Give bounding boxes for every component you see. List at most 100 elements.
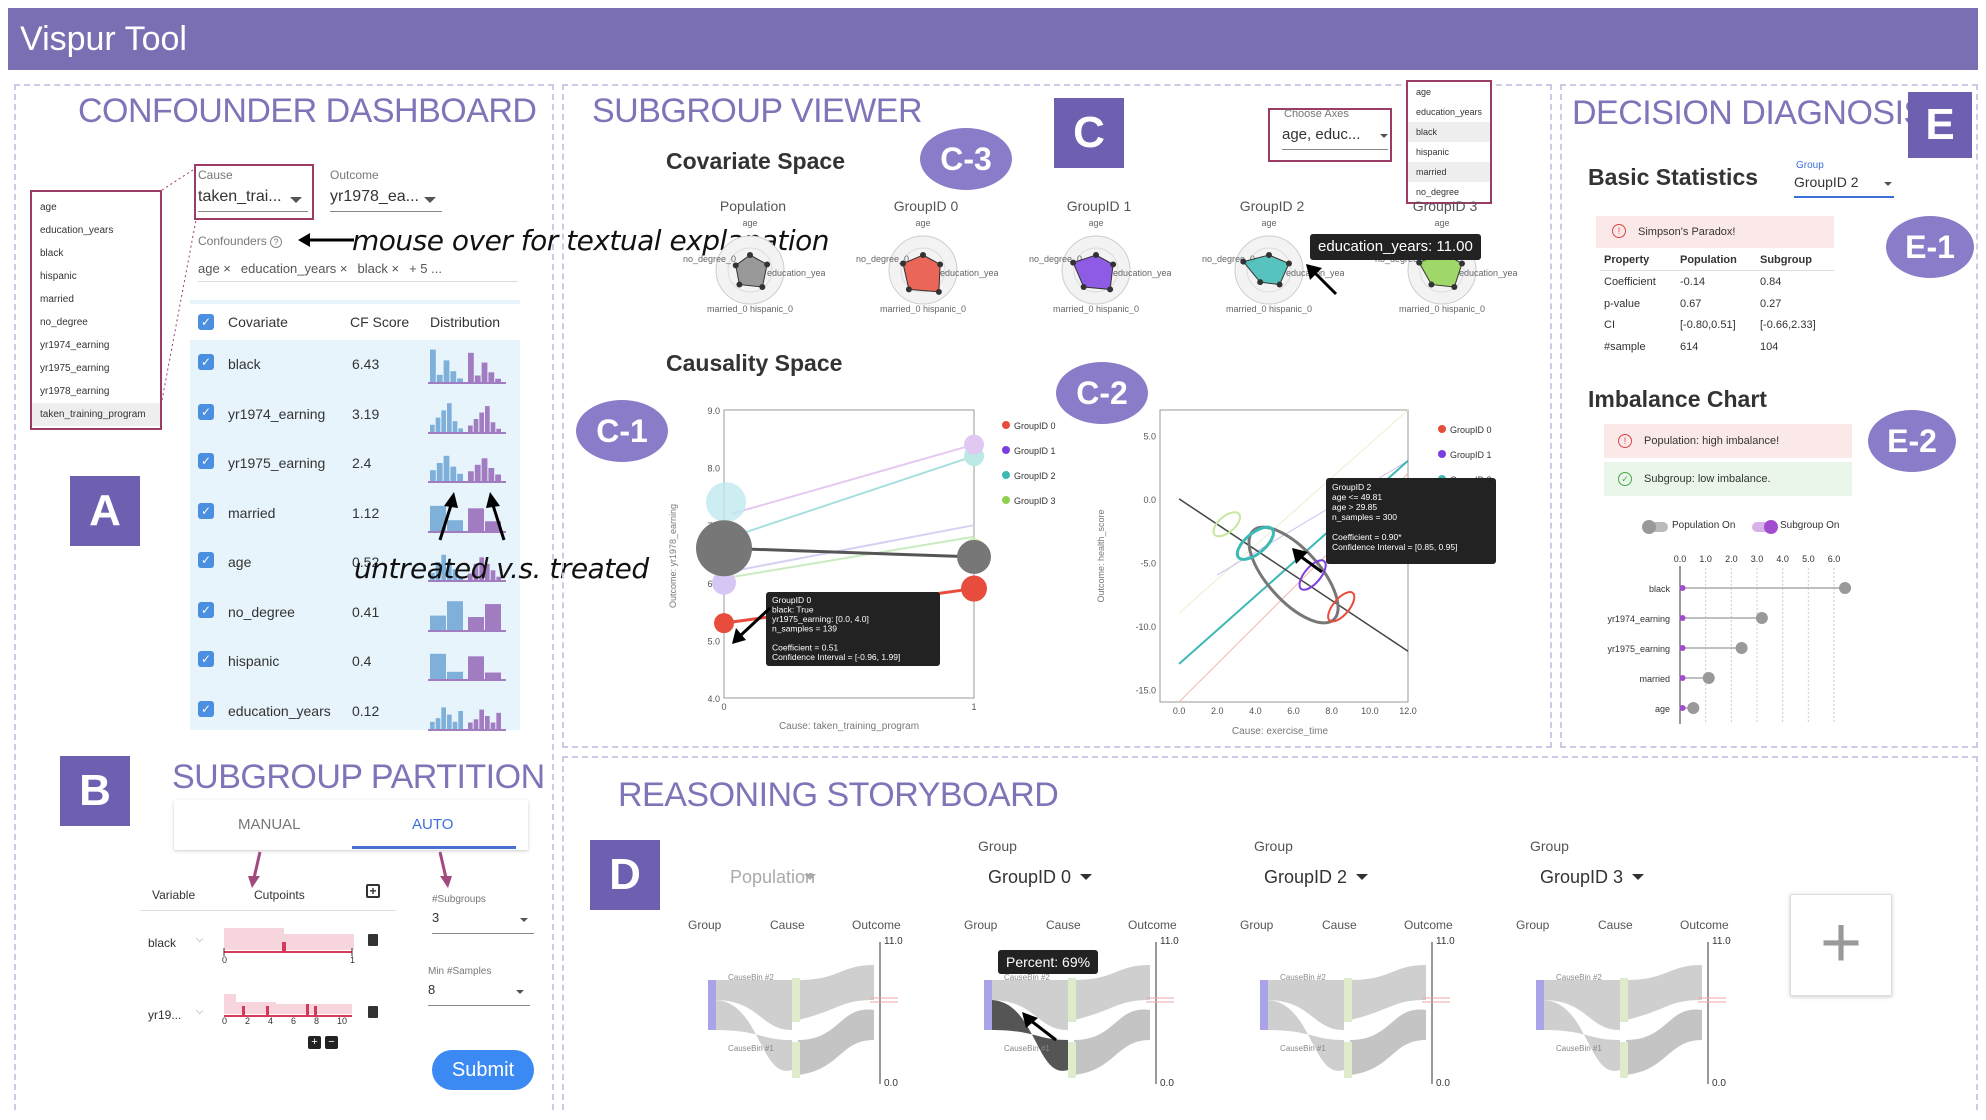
add-variable-icon[interactable]: + [366,884,380,898]
treated-bar [488,372,495,382]
select-all-checkbox[interactable]: ✓ [198,314,214,330]
variable-list-item[interactable]: yr1975_earning [40,363,110,374]
untreated-bar [457,473,463,481]
minsamples-select[interactable]: 8 [428,982,530,1006]
x-tick-label: 0.0 [1173,706,1186,716]
variable-list-item[interactable]: black [40,248,64,259]
stats-cell: 104 [1760,340,1779,353]
confounder-chip[interactable]: age × [198,261,231,276]
row-checkbox[interactable]: ✓ [198,651,214,667]
variable-list-item[interactable]: yr1974_earning [40,340,110,351]
x-tick-label: 6.0 [1287,706,1300,716]
toggle-population[interactable] [1642,520,1668,534]
variable-list-item[interactable]: no_degree [40,317,88,328]
trash-icon[interactable] [368,1006,378,1018]
subgroup-dot [1679,615,1686,621]
group-select[interactable]: GroupID 2 [1794,174,1894,198]
toggle-subgroup[interactable] [1752,520,1778,534]
row-checkbox[interactable]: ✓ [198,502,214,519]
trash-icon[interactable] [368,934,378,946]
storyboard-group-select[interactable]: GroupID 0 [970,862,1098,892]
row-checkbox[interactable]: ✓ [198,453,214,469]
radar-vertex [900,260,907,267]
warning-icon: ! [1612,224,1626,238]
chevron-down-icon[interactable]: ⌵ [196,1006,204,1017]
axes-list-item[interactable]: black [1408,122,1490,142]
tab-auto[interactable]: AUTO [412,816,454,833]
population-dot [1687,702,1700,714]
population-dot [1702,672,1715,684]
variable-list-item[interactable]: married [40,294,74,305]
confounder-chips[interactable]: age × education_years × black × + 5 ... [198,256,518,282]
confounder-chip[interactable]: black × [357,261,400,276]
cause-select[interactable]: taken_trai... [198,188,308,212]
axes-select[interactable]: age, educ... [1282,126,1388,150]
untreated-bar [435,717,441,729]
untreated-bar [430,505,446,531]
legend-label: GroupID 2 [1014,471,1056,481]
axes-list-item[interactable]: age [1416,87,1432,97]
chevron-down-icon[interactable]: ⌵ [196,934,204,945]
variable-list-item[interactable]: yr1978_earning [40,386,110,397]
add-panel-button[interactable]: + [1790,894,1892,996]
row-checkbox[interactable]: ✓ [198,700,214,717]
row-checkbox[interactable]: ✓ [198,403,214,420]
remove-cutpoint-icon[interactable]: − [325,1036,338,1049]
cutpoint-slider-2[interactable] [222,990,362,1026]
causality-space-title: Causality Space [666,350,843,376]
row-checkbox[interactable]: ✓ [198,552,214,568]
axes-list-item[interactable]: married [1408,162,1490,182]
storyboard-group-value: GroupID 2 [1264,867,1348,887]
storyboard-group-select[interactable]: GroupID 3 [1522,862,1650,892]
confounder-chip[interactable]: education_years × [240,261,348,276]
storyboard-col-header: Cause [1322,918,1357,932]
variable-list-item[interactable]: education_years [40,225,114,236]
storyboard-group-select[interactable]: Population [694,862,822,892]
row-checkbox[interactable]: ✓ [198,354,214,370]
variable-list-item[interactable]: hispanic [40,271,77,282]
variable-list-item[interactable]: age [40,202,57,213]
outcome-min-label: 0.0 [1712,1078,1726,1089]
help-icon[interactable]: ? [270,236,283,248]
storyboard-group-select[interactable]: GroupID 2 [1246,862,1374,892]
chevron-down-icon [804,874,816,880]
chevron-down-icon [1884,182,1892,186]
outcome-select[interactable]: yr1978_ea... [330,188,442,212]
axes-list-item[interactable]: education_years [1416,107,1483,117]
confounder-chip[interactable]: + 5 ... [409,261,442,276]
add-cutpoint-icon[interactable]: + [308,1036,321,1049]
subgroups-select[interactable]: 3 [432,910,534,934]
row-checkbox[interactable]: ✓ [198,601,214,618]
covariate-name: hispanic [228,653,280,669]
axes-list-item[interactable]: hispanic [1416,147,1450,157]
submit-button[interactable]: Submit [432,1050,534,1090]
x-tick-label: 4.0 [1249,706,1262,716]
treated-bar [485,672,501,679]
variable-list-item[interactable]: taken_training_program [32,403,160,426]
badge-b: B [60,756,130,826]
tab-manual[interactable]: MANUAL [238,816,301,833]
x-axis-label: Cause: exercise_time [1232,726,1329,736]
axes-list-item[interactable]: no_degree [1416,187,1460,197]
cutpoint-slider-1[interactable] [222,924,362,966]
